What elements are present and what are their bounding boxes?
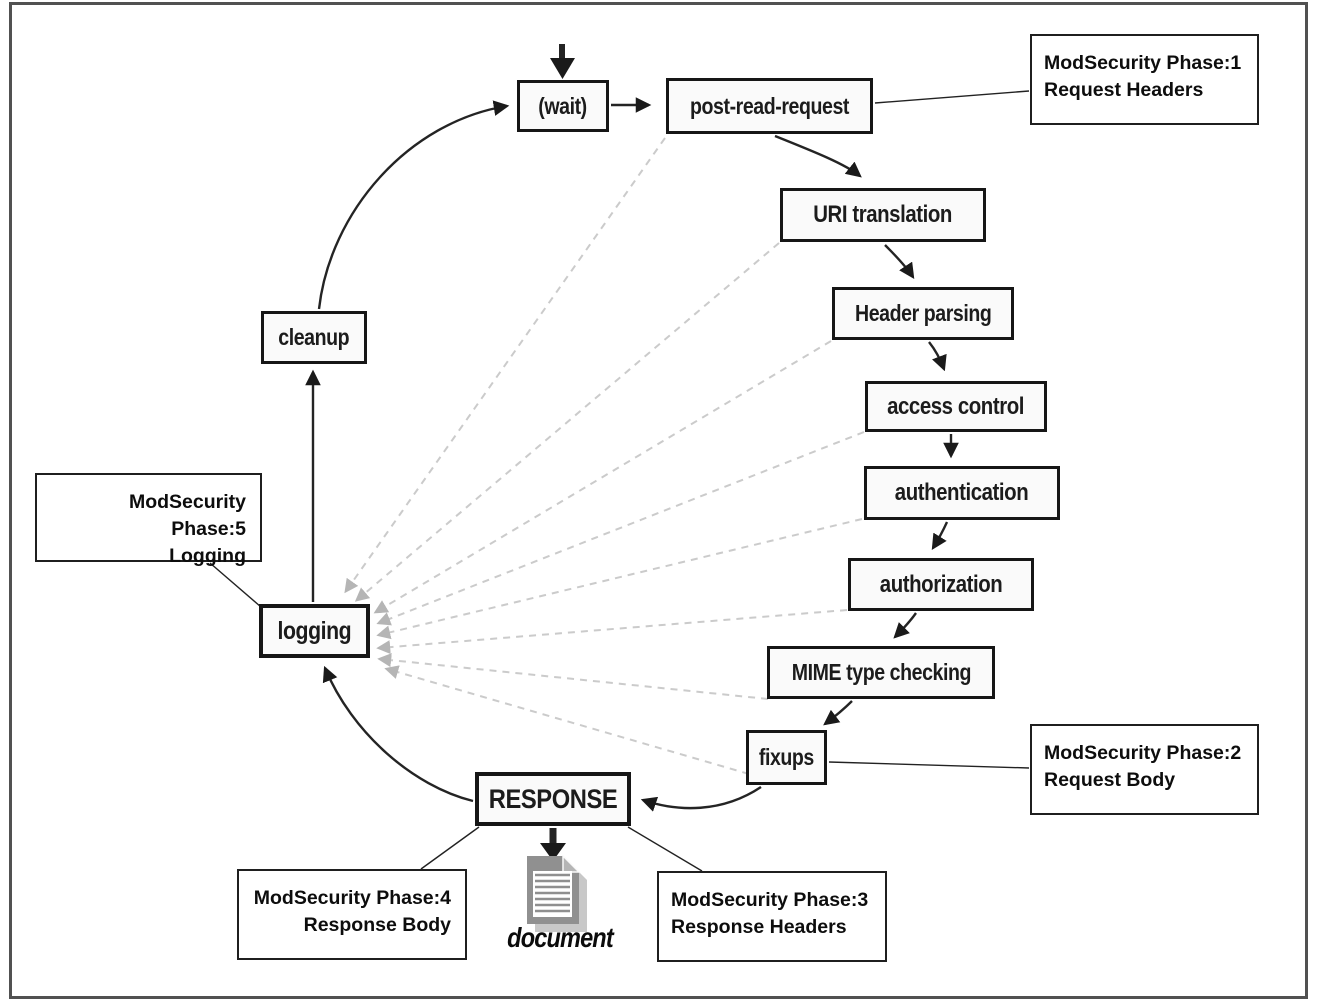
dashed-logging-links xyxy=(344,137,865,775)
node-logging: logging xyxy=(259,604,370,658)
node-authentication-label: authentication xyxy=(895,479,1029,506)
node-fixups-label: fixups xyxy=(758,744,815,770)
callout-phase-1-line1: ModSecurity Phase:1 xyxy=(1044,52,1242,74)
callout-phase-5-line1: ModSecurity Phase:5 xyxy=(128,491,246,540)
callout-modsecurity-phase-3: ModSecurity Phase:3 Response Headers xyxy=(657,871,887,962)
outer-frame xyxy=(9,2,1308,999)
node-cleanup-label: cleanup xyxy=(278,324,350,350)
node-mime-type-checking-label: MIME type checking xyxy=(791,659,971,685)
node-authentication: authentication xyxy=(864,466,1060,520)
flow-arrows xyxy=(305,44,959,844)
callout-phase-3-line2: Response Headers xyxy=(671,916,847,938)
node-response-label: RESPONSE xyxy=(488,783,618,814)
callout-phase-5-line2: Logging xyxy=(169,545,246,567)
entry-arrowhead xyxy=(550,58,575,79)
node-uri-translation-label: URI translation xyxy=(813,201,953,228)
callout-phase-4-line2: Response Body xyxy=(303,914,451,936)
node-access-control: access control xyxy=(865,381,1047,432)
document-arrowhead xyxy=(540,843,566,861)
callout-connectors xyxy=(209,90,1030,872)
node-header-parsing-label: Header parsing xyxy=(854,300,992,326)
callout-phase-2-line1: ModSecurity Phase:2 xyxy=(1044,742,1242,764)
document-label: document xyxy=(507,922,613,953)
callout-modsecurity-phase-4: ModSecurity Phase:4 Response Body xyxy=(237,869,467,960)
node-authorization: authorization xyxy=(848,558,1034,611)
callout-modsecurity-phase-5: ModSecurity Phase:5 Logging xyxy=(35,473,262,567)
node-fixups: fixups xyxy=(746,730,827,785)
callout-modsecurity-phase-1: ModSecurity Phase:1 Request Headers xyxy=(1030,34,1259,125)
node-cleanup: cleanup xyxy=(261,311,367,364)
node-logging-label: logging xyxy=(277,616,352,645)
node-access-control-label: access control xyxy=(887,392,1025,420)
node-wait-label: (wait) xyxy=(538,92,588,119)
callout-phase-2-line2: Request Body xyxy=(1044,769,1176,791)
node-authorization-label: authorization xyxy=(879,570,1003,598)
node-header-parsing: Header parsing xyxy=(832,287,1014,340)
node-wait: (wait) xyxy=(517,80,609,132)
callout-phase-3-line1: ModSecurity Phase:3 xyxy=(671,889,869,911)
node-post-read-request-label: post-read-request xyxy=(689,92,849,119)
document-icon xyxy=(527,855,587,932)
callout-phase-1-line2: Request Headers xyxy=(1044,79,1204,101)
callout-phase-4-line1: ModSecurity Phase:4 xyxy=(253,887,451,909)
node-uri-translation: URI translation xyxy=(780,188,986,242)
callout-modsecurity-phase-2: ModSecurity Phase:2 Request Body xyxy=(1030,724,1259,815)
node-mime-type-checking: MIME type checking xyxy=(767,646,995,699)
node-post-read-request: post-read-request xyxy=(666,78,873,134)
node-response: RESPONSE xyxy=(475,772,631,826)
